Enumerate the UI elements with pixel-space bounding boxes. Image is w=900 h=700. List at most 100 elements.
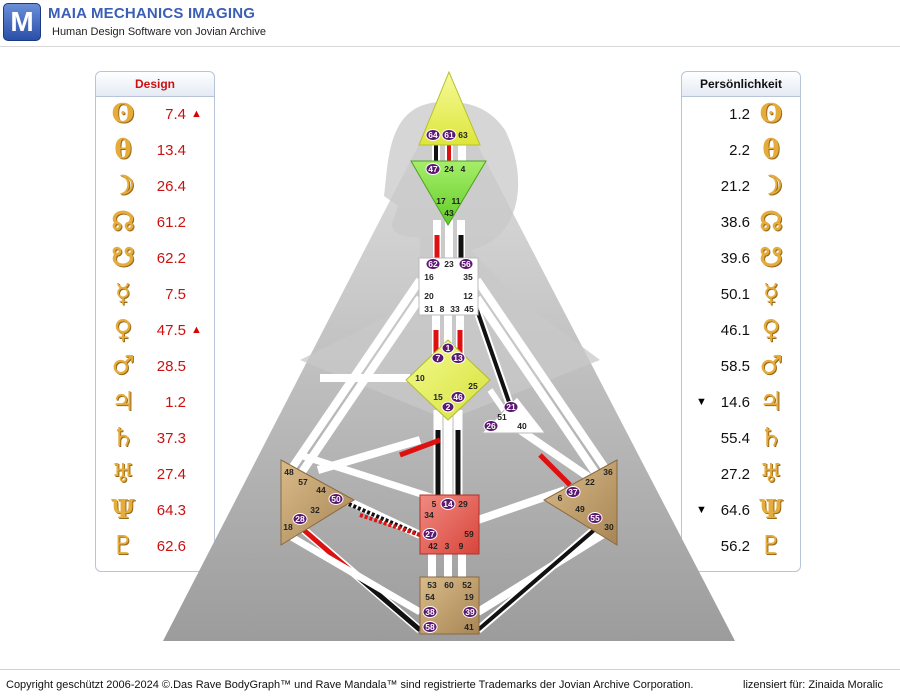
personality-value: 1.2 [729,106,750,123]
design-value: 64.3 [156,502,186,519]
gate-43: 43 [444,208,454,218]
design-value: 62.2 [156,250,186,267]
gate-16: 16 [424,272,434,282]
design-value: 28.5 [156,358,186,375]
personality-value: 46.1 [720,322,750,339]
app-title: MAIA MECHANICS IMAGING [48,5,256,22]
design-value: 61.2 [156,214,186,231]
gate-2: 2 [446,402,451,412]
neptune-icon: Ψ [111,495,135,525]
gate-17: 17 [436,196,446,206]
design-row[interactable]: ♇62.6 [96,529,214,565]
gate-15: 15 [433,392,443,402]
personality-row[interactable]: ♄55.4 [682,421,800,457]
design-row[interactable]: ☿7.5 [96,277,214,313]
moon-icon: ☽ [111,171,135,201]
design-row[interactable]: Ψ 64.3 [96,493,214,529]
saturn-icon: ♄ [759,423,783,453]
gate-24: 24 [444,164,454,174]
gate-49: 49 [575,504,585,514]
gate-51: 51 [497,412,507,422]
app-subtitle: Human Design Software von Jovian Archive [52,26,266,38]
moon-icon: ☽ [759,171,783,201]
gate-52: 52 [462,580,472,590]
gate-44: 44 [316,485,326,495]
pluto-icon: ♇ [111,531,135,561]
design-row[interactable]: ☊ 61.2 [96,205,214,241]
gate-25: 25 [468,381,478,391]
gate-23: 23 [444,259,454,269]
gate-31: 31 [424,304,434,314]
footer: Copyright geschützt 2006-2024 ©.Das Rave… [0,669,900,700]
gate-58: 58 [425,622,435,632]
gate-4: 4 [461,164,466,174]
earth-icon: θ [762,135,780,165]
gate-39: 39 [465,607,475,617]
personality-row[interactable]: ☿50.1 [682,277,800,313]
design-row[interactable]: ☽26.4 [96,169,214,205]
gate-64: 64 [428,130,438,140]
gate-22: 22 [585,477,595,487]
gate-47: 47 [428,164,438,174]
gate-34: 34 [424,510,434,520]
design-row[interactable]: ♀47.5▲ [96,313,214,349]
detriment-arrow-icon: ▼ [696,504,707,516]
gate-59: 59 [464,529,474,539]
design-row[interactable]: ♃1.2 [96,385,214,421]
design-row[interactable]: ☋62.2 [96,241,214,277]
gate-10: 10 [415,373,425,383]
gate-21: 21 [506,402,516,412]
personality-value: 27.2 [720,466,750,483]
personality-value: 14.6 [720,394,750,411]
gate-1: 1 [446,343,451,353]
head-center[interactable] [418,70,481,146]
gate-62: 62 [428,259,438,269]
personality-row[interactable]: ♇56.2 [682,529,800,565]
gate-6: 6 [558,493,563,503]
gate-38: 38 [425,607,435,617]
design-value: 47.5 [156,322,186,339]
gate-26: 26 [486,421,496,431]
personality-row[interactable]: ♃14.6▼ [682,385,800,421]
design-row[interactable]: ♄37.3 [96,421,214,457]
gate-markers [292,129,603,633]
ajna-center[interactable] [410,160,487,226]
personality-row[interactable]: ♀46.1 [682,313,800,349]
exalted-arrow-icon: ▲ [191,324,202,336]
personality-heading: Persönlichkeit [682,72,800,97]
gate-29: 29 [458,499,468,509]
personality-row[interactable]: ♂58.5 [682,349,800,385]
personality-row[interactable]: ☊38.6 [682,205,800,241]
gate-9: 9 [459,541,464,551]
solar-plexus-center[interactable] [543,459,618,546]
gate-27: 27 [425,529,435,539]
design-row[interactable]: ♅27.4 [96,457,214,493]
gate-57: 57 [298,477,308,487]
g-center[interactable] [405,339,491,421]
gate-5: 5 [432,499,437,509]
license-text: lizensiert für: Zinaida Moralic [743,679,883,691]
saturn-icon: ♄ [111,423,135,453]
personality-row[interactable]: ☋39.6 [682,241,800,277]
design-row[interactable]: ♂28.5 [96,349,214,385]
personality-row[interactable]: ♅27.2 [682,457,800,493]
gate-28: 28 [295,514,305,524]
gate-41: 41 [464,622,474,632]
gate-7: 7 [436,353,441,363]
mercury-icon: ☿ [763,279,779,309]
gate-60: 60 [444,580,454,590]
gate-11: 11 [452,196,461,206]
north-node-icon: ☊ [111,207,135,237]
gate-8: 8 [440,304,445,314]
gate-19: 19 [464,592,474,602]
personality-value: 58.5 [720,358,750,375]
gate-55: 55 [590,513,600,523]
personality-row[interactable]: ☽21.2 [682,169,800,205]
